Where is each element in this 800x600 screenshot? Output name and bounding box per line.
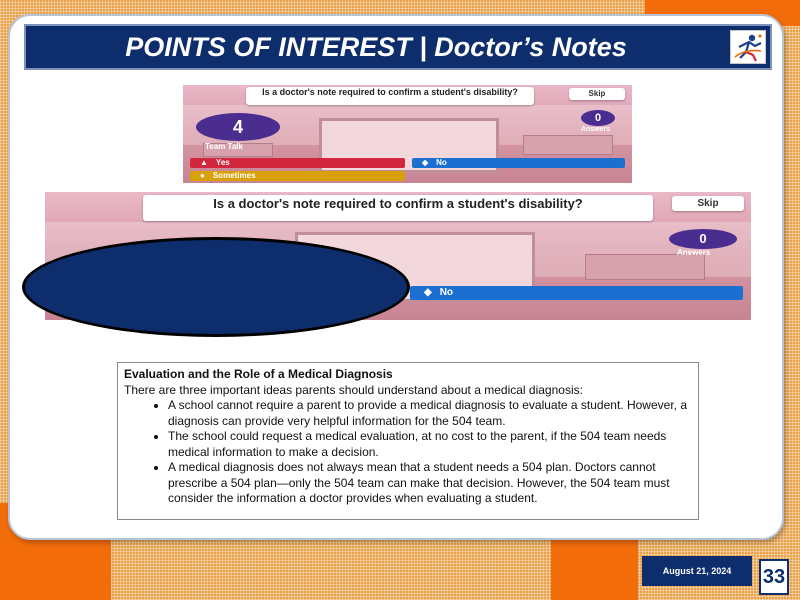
timer-label: Team Talk <box>205 142 243 151</box>
answer-option-no[interactable]: ◆ No <box>410 286 743 300</box>
document-intro: There are three important ideas parents … <box>124 382 583 397</box>
document-bullet: A medical diagnosis does not always mean… <box>168 460 692 507</box>
timer-counter: 4 <box>196 113 280 141</box>
document-excerpt: Evaluation and the Role of a Medical Dia… <box>117 362 699 520</box>
circle-icon: ● <box>200 171 205 180</box>
title-bar: POINTS OF INTEREST | Doctor’s Notes <box>24 24 772 70</box>
skip-button[interactable]: Skip <box>672 196 744 211</box>
skip-button[interactable]: Skip <box>569 88 625 100</box>
slide-title: POINTS OF INTEREST | Doctor’s Notes <box>125 32 627 62</box>
runner-logo-icon <box>730 30 766 64</box>
quiz-question: Is a doctor's note required to confirm a… <box>246 87 534 105</box>
answer-option-sometimes[interactable]: ● Sometimes <box>190 171 405 181</box>
redaction-ellipse <box>22 237 410 337</box>
answers-counter: 0 <box>581 110 615 126</box>
document-heading: Evaluation and the Role of a Medical Dia… <box>124 367 393 381</box>
quiz-question: Is a doctor's note required to confirm a… <box>143 195 653 221</box>
document-bullet: The school could request a medical evalu… <box>168 429 692 460</box>
document-bullet-list: A school cannot require a parent to prov… <box>124 398 692 507</box>
diamond-icon: ◆ <box>424 287 432 298</box>
diamond-icon: ◆ <box>422 158 429 167</box>
quiz-screenshot-small: Is a doctor's note required to confirm a… <box>183 85 632 183</box>
answers-label: Answers <box>677 248 711 257</box>
document-bullet: A school cannot require a parent to prov… <box>168 398 692 429</box>
answer-option-label: No <box>439 287 454 298</box>
page-number: 33 <box>759 559 789 595</box>
answer-option-label: Sometimes <box>212 171 256 180</box>
quiz-background-shelf <box>523 135 613 155</box>
triangle-icon: ▲ <box>200 158 208 167</box>
quiz-background-shelf <box>585 254 705 280</box>
answers-label: Answers <box>581 126 611 133</box>
answer-option-yes[interactable]: ▲ Yes <box>190 158 405 168</box>
quiz-background-shelf <box>203 143 273 157</box>
answers-counter: 0 <box>669 229 737 249</box>
footer-date: August 21, 2024 <box>642 556 752 586</box>
answer-option-label: No <box>436 158 447 167</box>
answer-option-label: Yes <box>215 158 230 167</box>
answer-option-no[interactable]: ◆ No <box>412 158 625 168</box>
